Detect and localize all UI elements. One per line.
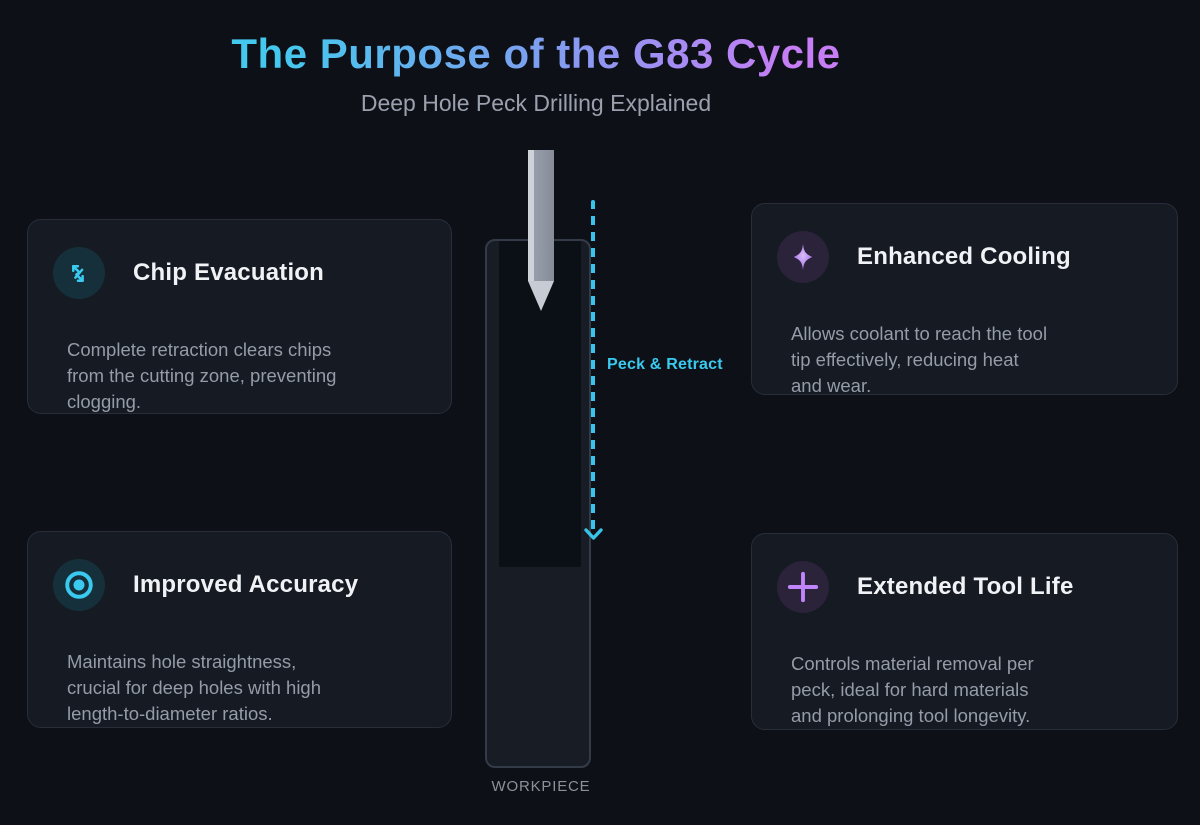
peck-arrow-down-icon <box>584 528 603 540</box>
card-title: Extended Tool Life <box>857 573 1074 600</box>
workpiece-label: WORKPIECE <box>491 778 591 795</box>
page-title: The Purpose of the G83 Cycle <box>231 30 841 77</box>
card-body: Complete retraction clears chips from th… <box>67 339 337 412</box>
plus-icon <box>777 561 829 613</box>
target-circle-dot-icon <box>53 559 105 611</box>
card-chip-evacuation: Chip Evacuation Complete retraction clea… <box>27 219 452 414</box>
peck-retract-label: Peck & Retract <box>607 356 723 373</box>
card-extended-tool-life: Extended Tool Life Controls material rem… <box>751 533 1178 730</box>
chips-scatter-arrows-icon <box>53 247 105 299</box>
card-header: Improved Accuracy <box>53 559 427 611</box>
card-body: Controls material removal per peck, idea… <box>791 653 1034 726</box>
drill-bit-tip <box>528 281 554 311</box>
card-title: Enhanced Cooling <box>857 243 1071 270</box>
card-enhanced-cooling: Enhanced Cooling Allows coolant to reach… <box>751 203 1178 396</box>
card-header: Enhanced Cooling <box>777 231 1153 283</box>
sparkle-icon <box>777 231 829 283</box>
page-subtitle: Deep Hole Peck Drilling Explained <box>360 90 712 116</box>
card-header: Chip Evacuation <box>53 247 427 299</box>
peck-retract-dashed-line <box>591 200 595 530</box>
card-title: Improved Accuracy <box>133 571 359 598</box>
card-body: Allows coolant to reach the tool tip eff… <box>791 323 1048 396</box>
card-improved-accuracy: Improved Accuracy Maintains hole straigh… <box>27 531 452 728</box>
header: The Purpose of the G83 Cycle Deep Hole P… <box>0 0 1072 117</box>
drill-bit-shaft <box>528 150 554 281</box>
card-header: Extended Tool Life <box>777 561 1153 613</box>
card-title: Chip Evacuation <box>133 259 325 286</box>
card-body: Maintains hole straightness, crucial for… <box>67 651 322 724</box>
